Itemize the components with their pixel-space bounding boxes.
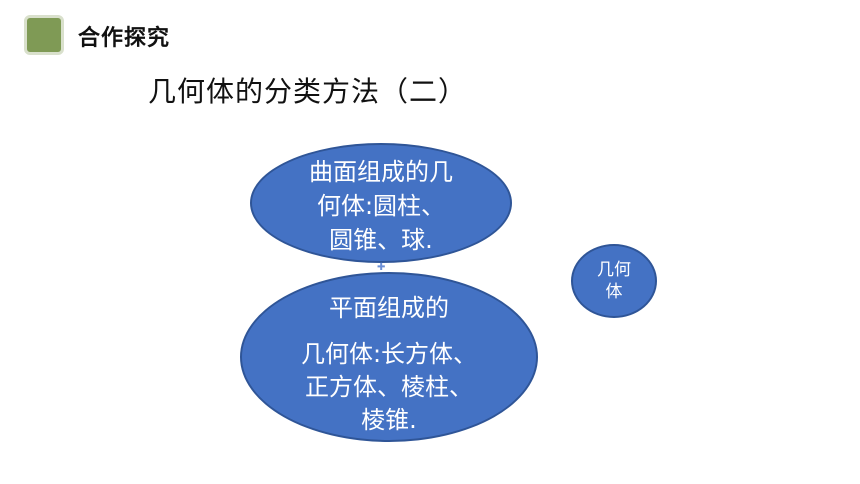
flat-surface-node: 平面组成的 几何体:长方体、 正方体、棱柱、 棱锥. <box>240 272 538 442</box>
flat-node-line-3: 正方体、棱柱、 <box>305 373 473 401</box>
root-node-line-1: 几何 <box>597 260 631 280</box>
geometric-solid-node: 几何 体 <box>571 244 657 318</box>
header-square-icon <box>24 15 64 55</box>
curved-node-line-3: 圆锥、球. <box>329 226 433 254</box>
flat-node-line-2: 几何体:长方体、 <box>300 340 478 368</box>
plus-marker-icon: ✚ <box>377 262 386 273</box>
curved-surface-node: 曲面组成的几 何体:圆柱、 圆锥、球. <box>250 143 512 263</box>
root-node-line-2: 体 <box>605 282 623 302</box>
slide-subtitle: 几何体的分类方法（二） <box>148 75 468 108</box>
curved-node-line-2: 何体:圆柱、 <box>316 192 446 220</box>
header-title: 合作探究 <box>78 26 171 51</box>
flat-node-line-1: 平面组成的 <box>329 294 449 322</box>
flat-node-line-4: 棱锥. <box>361 406 417 434</box>
curved-node-line-1: 曲面组成的几 <box>309 158 453 186</box>
